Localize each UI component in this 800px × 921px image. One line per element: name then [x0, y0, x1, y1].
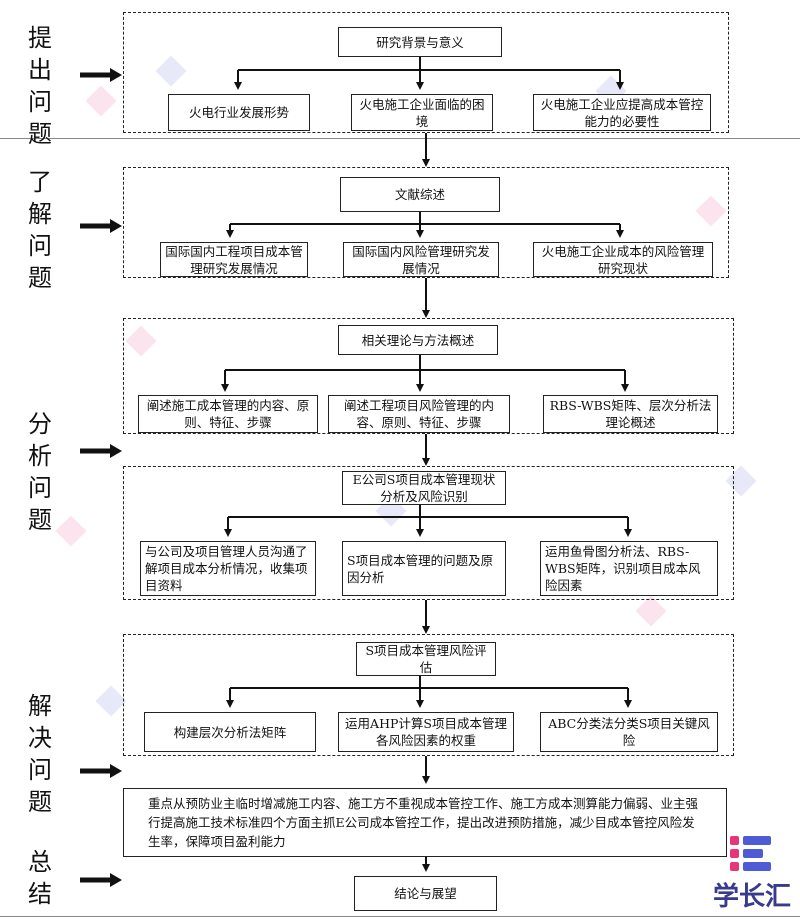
box-cost-risk-status: 火电施工企业成本的风险管理研究现状 [533, 242, 713, 277]
box-literature-review: 文献综述 [340, 177, 500, 212]
box-risk-management-research: 国际国内风险管理研究发展情况 [343, 242, 499, 277]
box-research-background: 研究背景与意义 [338, 27, 502, 57]
box-abc-key-risk: ABC分类法分类S项目关键风险 [540, 712, 718, 752]
group-literature [123, 167, 729, 278]
group-risk-evaluation [123, 634, 734, 756]
box-current-status-risk-identification: E公司S项目成本管理现状分析及风险识别 [342, 471, 506, 505]
box-industry-trend: 火电行业发展形势 [168, 94, 310, 131]
box-cost-control-necessity: 火电施工企业应提高成本管控能力的必要性 [533, 94, 711, 131]
stage-label-summary: 总结 [28, 848, 52, 908]
logo-mark-icon [730, 836, 771, 871]
box-rbs-wbs-ahp-theory: RBS-WBS矩阵、层次分析法理论概述 [543, 395, 718, 433]
box-cost-management-research: 国际国内工程项目成本管理研究发展情况 [160, 242, 308, 277]
box-enterprise-difficulty: 火电施工企业面临的困境 [351, 94, 493, 131]
brand-logo: 学长汇 [712, 834, 792, 914]
logo-text: 学长汇 [712, 882, 791, 912]
stage-label-solve: 解决问题 [28, 692, 52, 816]
box-theory-overview: 相关理论与方法概述 [338, 325, 498, 355]
box-problem-cause-analysis: S项目成本管理的问题及原因分析 [342, 541, 506, 596]
group-background [123, 12, 729, 133]
stage-label-propose: 提出问题 [28, 24, 52, 148]
stage-label-understand: 了解问题 [28, 168, 52, 292]
box-ahp-matrix: 构建层次分析法矩阵 [144, 712, 316, 752]
box-conclusion-outlook: 结论与展望 [354, 876, 497, 911]
box-communication-data-collection: 与公司及项目管理人员沟通了解项目成本分析情况，收集项目资料 [140, 541, 316, 596]
stage-separator [0, 138, 800, 139]
stage-separator [0, 916, 800, 917]
box-improvement-measures: 重点从预防业主临时增减施工内容、施工方不重视成本管控工作、施工方成本测算能力偏弱… [123, 788, 727, 857]
box-risk-evaluation: S项目成本管理风险评估 [356, 642, 496, 676]
group-theory [123, 318, 734, 434]
group-current-analysis [123, 466, 734, 600]
box-construction-cost-management: 阐述施工成本管理的内容、原则、特征、步骤 [138, 395, 318, 433]
stage-label-analyze: 分析问题 [28, 410, 52, 534]
box-project-risk-management: 阐述工程项目风险管理的内容、原则、特征、步骤 [328, 395, 510, 433]
box-fishbone-risk-identification: 运用鱼骨图分析法、RBS-WBS矩阵，识别项目成本风险因素 [540, 541, 718, 596]
box-ahp-weight-calculation: 运用AHP计算S项目成本管理各风险因素的权重 [338, 712, 514, 752]
